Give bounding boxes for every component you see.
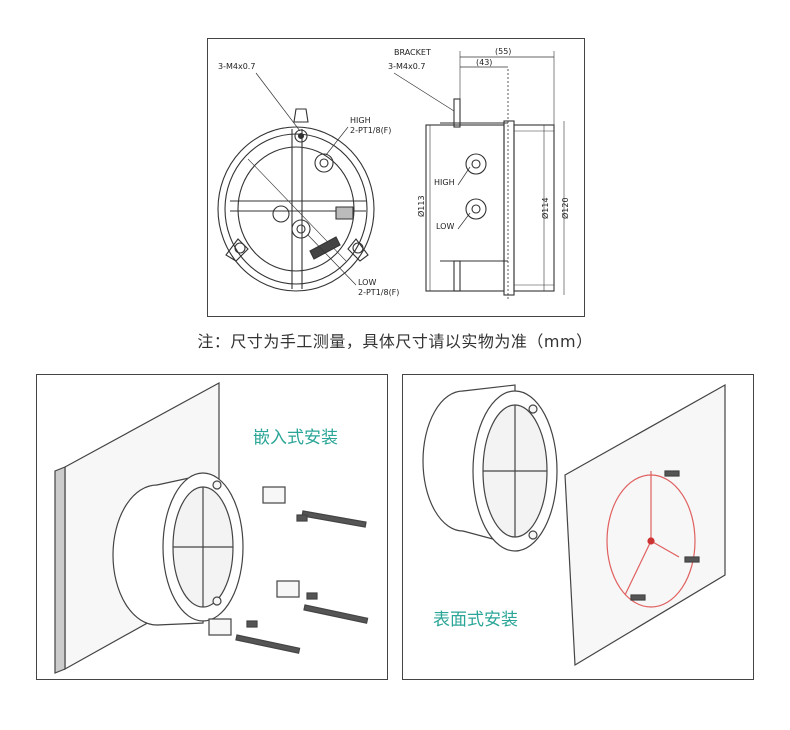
screw-long-1 [301,510,367,528]
wall-panel [564,383,726,667]
mount-hole-right [352,242,364,254]
surface-screw-1 [664,470,680,477]
bracket-bottom [208,618,232,636]
label-screws-side: 3-M4x0.7 [388,62,425,71]
dim-body: (43) [476,58,492,67]
screw-long-3 [235,634,301,654]
dimension-note: 注：尺寸为手工测量，具体尺寸请以实物为准（mm） [197,332,593,351]
flush-mount-panel: 嵌入式安装 [36,374,388,680]
mount-hole-top [294,129,308,143]
dim-dia-body: Ø113 [416,195,426,217]
label-high-front: HIGH [350,116,371,125]
label-high-side: HIGH [434,178,455,187]
technical-drawing: 3-M4x0.7 BRACKET 3-M4x0.7 (55) (43) HIGH… [207,38,585,317]
port-low-front [291,219,311,239]
label-low-front: LOW [358,278,376,287]
port-high-side [465,153,487,175]
surface-mount-illustration [422,383,726,667]
side-view [255,51,565,301]
label-bracket: BRACKET [394,48,431,57]
bracket-top [262,486,286,504]
flush-mount-title: 嵌入式安装 [253,428,338,448]
port-high-front [314,153,334,173]
surface-screw-3 [630,594,646,601]
flush-mount-illustration [54,381,369,674]
center-mark [647,537,655,545]
label-low-side: LOW [436,222,454,231]
mount-hole-left [234,242,246,254]
label-screws-front: 3-M4x0.7 [218,62,255,71]
surface-mount-panel: 表面式安装 [402,374,754,680]
port-low-side [465,198,487,220]
surface-screw-2 [684,556,700,563]
drawing-svg: 3-M4x0.7 BRACKET 3-M4x0.7 (55) (43) HIGH… [217,47,570,301]
dim-dia-bezel: Ø120 [560,197,570,219]
dim-overall: (55) [495,47,511,56]
bracket-mid [276,580,300,598]
label-port-high: 2-PT1/8(F) [350,126,391,135]
dim-dia-flange: Ø114 [540,197,550,219]
screw-long-2 [303,604,369,624]
surface-mount-title: 表面式安装 [433,610,518,630]
front-view [217,108,375,292]
label-port-low: 2-PT1/8(F) [358,288,399,297]
